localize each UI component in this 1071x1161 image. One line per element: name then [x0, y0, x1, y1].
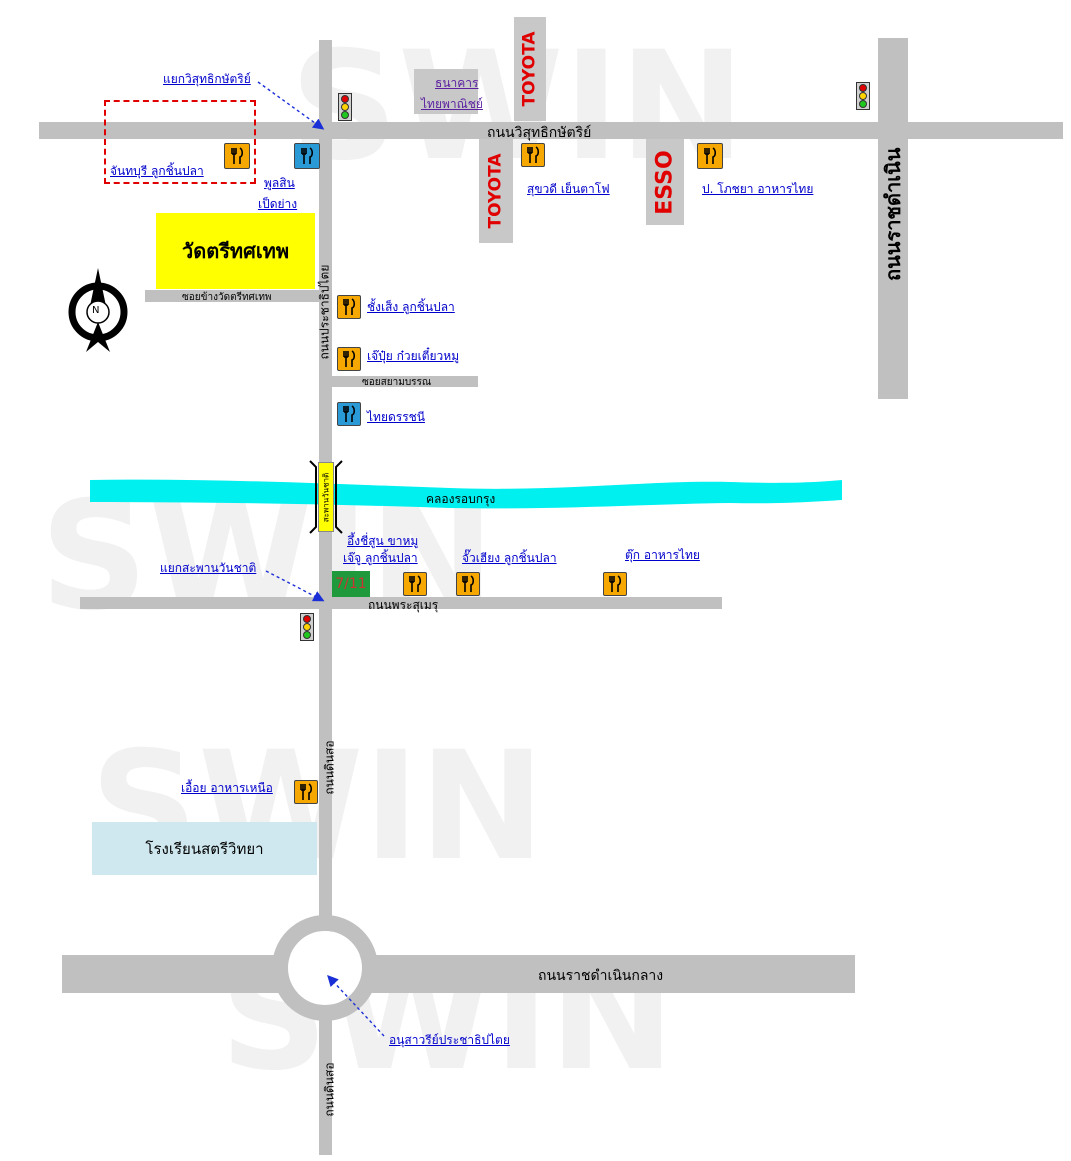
roundabout — [272, 915, 378, 1021]
road-top — [39, 122, 1063, 139]
jua-hiang-link[interactable]: จั๊วเฮียง ลูกชิ้นปลา — [462, 551, 557, 565]
chang-seng-link[interactable]: ชั้งเส็ง ลูกชิ้นปลา — [367, 300, 455, 314]
wat-soi-label: ซอยข้างวัดตรีทศเทพ — [182, 292, 272, 303]
traffic-light-icon — [338, 93, 352, 121]
toyota-bottom-sign: TOYOTA — [479, 139, 513, 243]
road-middle — [80, 597, 722, 609]
esso-sign: ESSO — [646, 139, 684, 225]
jae-pui-link[interactable]: เจ๊ปุ๋ย ก๋วยเตี๋ยวหมู — [367, 349, 460, 363]
top-road-label: ถนนวิสุทธิกษัตริย์ — [487, 125, 592, 141]
highlight-box — [104, 100, 256, 184]
north-compass-icon — [68, 268, 128, 352]
bank-link-line1[interactable]: ธนาคาร — [435, 76, 479, 90]
wat-label: วัดตรีทศเทพ — [181, 239, 290, 263]
road-siam-soi — [332, 376, 478, 387]
fork-knife-icon[interactable] — [337, 347, 361, 371]
intersection-top-link[interactable]: แยกวิสุทธิกษัตริย์ — [163, 72, 251, 86]
fork-knife-icon[interactable] — [456, 572, 480, 596]
road-bottom — [62, 955, 855, 993]
fork-knife-icon[interactable] — [294, 143, 320, 169]
bridge — [318, 462, 334, 532]
bank-link-line2[interactable]: ไทยพาณิชย์ — [421, 97, 483, 111]
fork-knife-icon[interactable] — [337, 295, 361, 319]
school-box: โรงเรียนสตรีวิทยา — [92, 822, 317, 875]
fork-knife-icon[interactable] — [697, 143, 723, 169]
sukhawadee-link[interactable]: สุขวดี เย็นตาโฟ — [527, 182, 610, 196]
siam-soi-label: ซอยสยามบรรณ — [362, 377, 432, 388]
middle-road-label: ถนนพระสุเมรุ — [368, 598, 439, 612]
traffic-light-icon — [856, 82, 870, 110]
por-phochaya-link[interactable]: ป. โภชยา อาหารไทย — [702, 182, 814, 196]
fork-knife-icon[interactable] — [403, 572, 427, 596]
canal-label: คลองรอบกรุง — [426, 492, 496, 506]
seven-eleven-label: 7/11 — [335, 576, 367, 592]
ung-jee-soon-link[interactable]: อึ้งชี่สูน ขาหมู — [347, 534, 419, 548]
fork-knife-icon[interactable] — [294, 780, 318, 804]
fork-knife-icon[interactable] — [521, 143, 545, 167]
ouy-link[interactable]: เอื้อย อาหารเหนือ — [181, 781, 273, 795]
compass-letter: N — [92, 305, 100, 316]
bridge-rails — [309, 460, 343, 534]
jae-joo-link[interactable]: เจ๊จู ลูกชิ้นปลา — [343, 551, 418, 565]
thai-datsanee-link[interactable]: ไทยดรรชนี — [367, 410, 426, 424]
intersection-bridge-link[interactable]: แยกสะพานวันชาติ — [160, 561, 257, 575]
school-label: โรงเรียนสตรีวิทยา — [145, 839, 264, 858]
toyota-top-sign: TOYOTA — [514, 17, 546, 121]
bank-box[interactable] — [414, 69, 478, 114]
tuk-link[interactable]: ตุ๊ก อาหารไทย — [625, 548, 700, 562]
canal — [90, 479, 842, 509]
wat-box: วัดตรีทศเทพ — [156, 213, 315, 289]
fork-knife-icon[interactable] — [603, 572, 627, 596]
chanthaburi-link[interactable]: จันทบุรี ลูกชิ้นปลา — [110, 164, 204, 178]
seven-eleven: 7/11 — [332, 571, 370, 597]
poonsin-link-line1[interactable]: พูลสิน — [264, 176, 295, 190]
fork-knife-icon[interactable] — [224, 143, 250, 169]
monument-link[interactable]: อนุสาวรีย์ประชาธิปไตย — [389, 1033, 510, 1047]
traffic-light-icon — [300, 613, 314, 641]
bottom-road-label: ถนนราชดำเนินกลาง — [538, 968, 664, 984]
road-wat-soi — [145, 290, 320, 302]
poonsin-link-line2[interactable]: เป็ดย่าง — [258, 197, 298, 211]
road-right — [878, 38, 908, 399]
fork-knife-icon[interactable] — [337, 402, 361, 426]
